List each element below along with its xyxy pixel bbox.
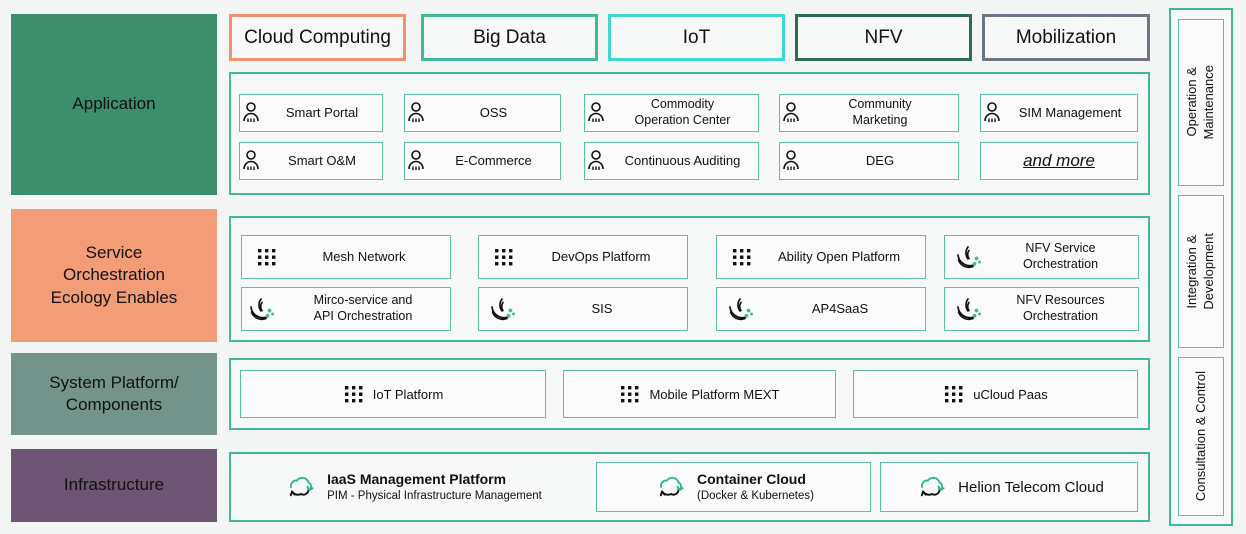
cloud-icon <box>914 473 948 501</box>
side-rail-label: Consultation & Control <box>1192 371 1208 502</box>
app-item-deg[interactable]: DEG <box>779 142 959 180</box>
orchestration-icon <box>955 244 983 270</box>
app-item-smart-om[interactable]: Smart O&M <box>239 142 383 180</box>
service-item-sis[interactable]: SIS <box>478 287 688 331</box>
service-item-label: DevOps Platform <box>551 248 651 264</box>
dot-grid-icon <box>731 246 753 268</box>
system-item-ucloud-paas[interactable]: uCloud Paas <box>853 370 1138 418</box>
service-item-ap4saas[interactable]: AP4SaaS <box>716 287 926 331</box>
orchestration-icon <box>248 296 276 322</box>
service-item-devops-platform[interactable]: DevOps Platform <box>478 235 688 279</box>
tab-mobilization[interactable]: Mobilization <box>982 14 1150 61</box>
person-icon <box>405 101 427 125</box>
orchestration-icon <box>727 296 755 322</box>
tab-label: Big Data <box>473 26 546 48</box>
service-item-label: Mesh Network <box>322 248 406 264</box>
tab-label: NFV <box>864 26 903 48</box>
infra-item-sublabel: PIM - Physical Infrastructure Management <box>327 489 542 502</box>
person-icon <box>405 149 427 173</box>
person-icon <box>981 101 1003 125</box>
app-item-smart-portal[interactable]: Smart Portal <box>239 94 383 132</box>
side-rail-label: Operation &Maintenance <box>1184 65 1216 140</box>
service-item-label: Ability Open Platform <box>777 248 901 264</box>
tab-big-data[interactable]: Big Data <box>421 14 598 61</box>
app-item-label: Continuous Auditing <box>624 152 741 168</box>
app-item-e-commerce[interactable]: E-Commerce <box>404 142 561 180</box>
system-item-mobile-platform-mext[interactable]: Mobile Platform MEXT <box>563 370 836 418</box>
app-item-label: DEG <box>865 152 895 168</box>
app-item-label: OSS <box>479 104 508 120</box>
app-item-and-more[interactable]: and more <box>980 142 1138 180</box>
infra-item-label: Container Cloud <box>697 471 806 488</box>
side-rail-label: Integration &Development <box>1184 233 1216 310</box>
app-item-continuous-auditing[interactable]: Continuous Auditing <box>584 142 759 180</box>
service-item-label: AP4SaaS <box>811 300 869 316</box>
dot-grid-icon <box>493 246 515 268</box>
tab-cloud-computing[interactable]: Cloud Computing <box>229 14 406 61</box>
app-item-label: Smart Portal <box>285 104 359 120</box>
person-icon <box>585 149 607 173</box>
dot-grid-icon <box>619 383 641 405</box>
layer-block-system: System Platform/Components <box>11 353 217 435</box>
system-item-label: IoT Platform <box>372 386 444 402</box>
cloud-icon <box>283 473 317 501</box>
app-item-label: and more <box>1023 151 1095 171</box>
app-item-label: SIM Management <box>1018 104 1122 120</box>
app-item-oss[interactable]: OSS <box>404 94 561 132</box>
app-item-sim-management[interactable]: SIM Management <box>980 94 1138 132</box>
tab-nfv[interactable]: NFV <box>795 14 972 61</box>
infra-item-helion-telecom-cloud[interactable]: Helion Telecom Cloud <box>880 462 1138 512</box>
service-item-ability-open-platform[interactable]: Ability Open Platform <box>716 235 926 279</box>
person-icon <box>780 149 802 173</box>
system-item-label: Mobile Platform MEXT <box>649 386 780 402</box>
tab-iot[interactable]: IoT <box>608 14 785 61</box>
tab-label: Mobilization <box>1015 26 1117 48</box>
layer-block-application: Application <box>11 14 217 195</box>
app-item-label: Smart O&M <box>288 152 356 168</box>
infra-item-iaas-management-platform[interactable]: IaaS Management Platform PIM - Physical … <box>240 462 585 512</box>
infra-item-sublabel: (Docker & Kubernetes) <box>697 489 814 502</box>
layer-label-infrastructure: Infrastructure <box>63 475 165 495</box>
service-item-label: SIS <box>591 300 613 316</box>
dot-grid-icon <box>256 246 278 268</box>
orchestration-icon <box>955 296 983 322</box>
person-icon <box>240 101 262 125</box>
dot-grid-icon <box>343 383 365 405</box>
infra-item-label: IaaS Management Platform <box>327 471 507 488</box>
dot-grid-icon <box>943 383 965 405</box>
layer-label-application: Application <box>72 94 156 114</box>
system-item-iot-platform[interactable]: IoT Platform <box>240 370 546 418</box>
person-icon <box>780 101 802 125</box>
tab-label: Cloud Computing <box>244 26 391 48</box>
orchestration-icon <box>489 296 517 322</box>
layer-label-system: System Platform/Components <box>49 372 179 414</box>
person-icon <box>240 149 262 173</box>
app-item-label: E-Commerce <box>455 152 532 168</box>
tab-label: IoT <box>682 26 711 48</box>
service-item-mesh-network[interactable]: Mesh Network <box>241 235 451 279</box>
cloud-icon <box>653 473 687 501</box>
system-item-label: uCloud Paas <box>973 386 1048 402</box>
side-rail-item-operation-maintenance[interactable]: Operation &Maintenance <box>1178 19 1224 186</box>
side-rail-item-consultation-control[interactable]: Consultation & Control <box>1178 357 1224 516</box>
side-rail-item-integration-development[interactable]: Integration &Development <box>1178 195 1224 348</box>
person-icon <box>585 101 607 125</box>
infra-item-label: Helion Telecom Cloud <box>958 478 1104 496</box>
infra-item-container-cloud[interactable]: Container Cloud (Docker & Kubernetes) <box>596 462 871 512</box>
layer-block-infrastructure: Infrastructure <box>11 449 217 522</box>
